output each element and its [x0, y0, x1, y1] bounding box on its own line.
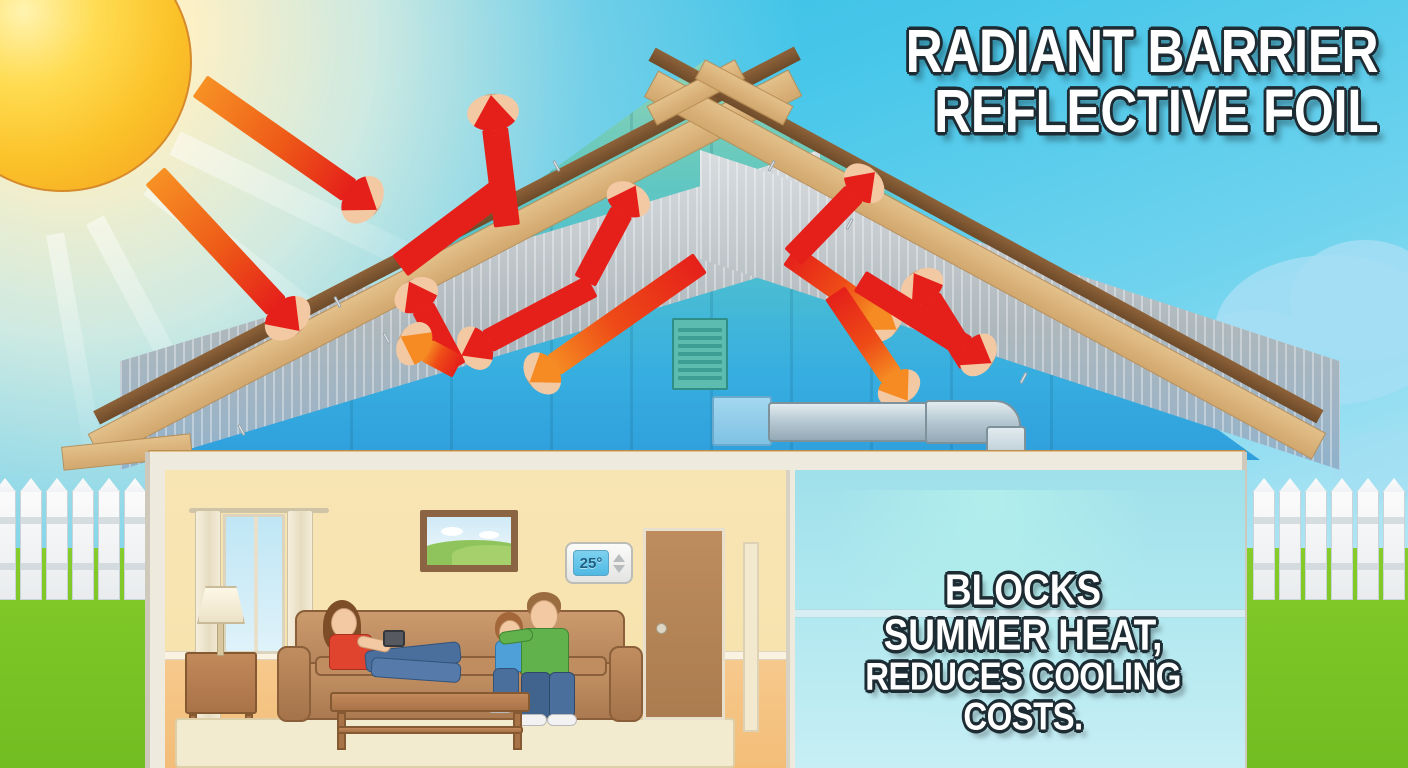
hvac-duct-horizontal [768, 402, 928, 442]
sofa-arm-right [609, 646, 643, 722]
cloud-right-3 [1290, 240, 1408, 360]
callout-line-2: SUMMER HEAT, [883, 610, 1163, 659]
headline-line-2: REFLECTIVE FOIL [933, 78, 1378, 147]
window [223, 514, 285, 654]
callout-line-1: BLOCKS [944, 565, 1102, 615]
father-shoe-2 [547, 714, 577, 726]
mother-tablet [383, 630, 405, 647]
curtain-rod [189, 508, 329, 513]
thermostat-up-icon[interactable] [613, 553, 625, 562]
utility-room [795, 470, 1245, 768]
thermostat-buttons[interactable] [613, 553, 625, 573]
thermostat-down-icon[interactable] [613, 564, 625, 573]
picture-frame [420, 510, 518, 572]
sun [0, 0, 242, 242]
callout-line-3: REDUCES COOLING COSTS. [865, 654, 1181, 739]
side-table [185, 652, 257, 714]
coffee-table-shelf [337, 726, 523, 734]
lamp-stem [217, 622, 224, 656]
callout-text: BLOCKS SUMMER HEAT, REDUCES COOLING COST… [828, 568, 1218, 736]
picket-fence-right [1253, 490, 1408, 600]
headline: RADIANT BARRIER REFLECTIVE FOIL [905, 17, 1378, 147]
hvac-plenum [712, 396, 772, 446]
door-knob-icon[interactable] [656, 623, 667, 634]
coffee-table [330, 692, 530, 712]
interior-door[interactable] [643, 528, 725, 720]
sofa-arm-left [277, 646, 311, 722]
window-mullion [254, 517, 258, 651]
thermostat-display: 25° [573, 550, 609, 576]
utility-baseboard [795, 609, 1245, 618]
gable-vent [672, 318, 728, 390]
picket-fence-left [0, 490, 164, 600]
father-head [530, 600, 558, 632]
door-jamb [743, 542, 759, 732]
father-legs-2 [549, 672, 575, 718]
headline-line-1: RADIANT BARRIER [905, 17, 1378, 86]
thermostat[interactable]: 25° [565, 542, 633, 584]
living-room: 25° [165, 470, 790, 768]
